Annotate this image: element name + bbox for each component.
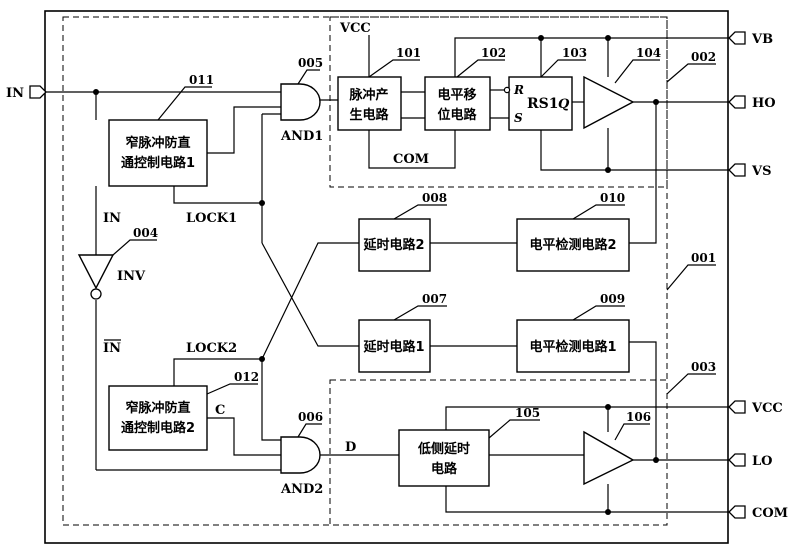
level-detect-1-block xyxy=(516,319,630,373)
delay-circuit-1-label: 延时电路1 xyxy=(362,339,424,355)
ref-005: 005 xyxy=(298,56,323,70)
and1-gate xyxy=(280,83,321,121)
ref-106: 106 xyxy=(626,410,651,424)
net-lock1: LOCK1 xyxy=(186,211,237,226)
pulse-generator-line2: 生电路 xyxy=(349,107,389,123)
pin-vcc-label: VCC xyxy=(751,401,783,416)
ref-leaders xyxy=(112,59,716,441)
and2-label: AND2 xyxy=(280,482,323,497)
anti-shoot-through-1-block xyxy=(108,119,208,187)
low-side-buffer xyxy=(583,430,635,486)
delay-circuit-2-block xyxy=(358,218,431,272)
rs-r-port: R xyxy=(513,83,524,97)
ref-006: 006 xyxy=(298,410,323,424)
level-detect-2-block xyxy=(516,218,630,272)
low-side-delay-line1: 低侧延时 xyxy=(417,441,470,457)
level-shift-block xyxy=(424,76,491,131)
chip-outline xyxy=(44,10,729,544)
ref-010: 010 xyxy=(600,191,625,205)
anti-shoot-through-1-line2: 通控制电路1 xyxy=(121,155,195,171)
pin-com: COM xyxy=(728,505,788,521)
ref-104: 104 xyxy=(636,46,661,60)
low-side-delay-block xyxy=(398,429,490,487)
pin-ho: HO xyxy=(728,95,776,111)
ref-011: 011 xyxy=(189,73,214,87)
pin-com-label: COM xyxy=(752,506,788,521)
and1-label: AND1 xyxy=(280,129,323,144)
pin-vcc: VCC xyxy=(728,400,783,416)
net-in-bar: IN xyxy=(103,341,121,356)
rs-s-port: S xyxy=(514,111,523,125)
inverter-bubble xyxy=(90,288,102,300)
rs-flipflop-block xyxy=(508,76,573,131)
pin-ho-label: HO xyxy=(752,96,776,111)
pin-in: IN xyxy=(6,85,47,101)
level-shift-line2: 位电路 xyxy=(437,107,477,123)
pin-in-label: IN xyxy=(6,86,24,101)
anti-shoot-through-2-block xyxy=(108,385,208,451)
pin-vs-label: VS xyxy=(751,164,771,179)
ref-008: 008 xyxy=(422,191,447,205)
rs-r-inversion-bubble xyxy=(503,86,511,94)
delay-circuit-1-block xyxy=(358,319,431,373)
net-c: C xyxy=(215,403,225,418)
wires xyxy=(46,35,729,513)
ref-007: 007 xyxy=(422,292,447,306)
inverter-label: INV xyxy=(117,269,146,284)
and2-gate xyxy=(280,436,321,474)
pin-vb-label: VB xyxy=(751,32,773,47)
level-shift-line1: 电平移 xyxy=(437,87,476,103)
net-com-top: COM xyxy=(393,152,429,167)
pin-lo-label: LO xyxy=(752,454,772,469)
pin-lo: LO xyxy=(728,453,772,469)
net-in-inner: IN xyxy=(103,211,121,226)
ref-004: 004 xyxy=(133,226,158,240)
level-detect-1-label: 电平检测电路1 xyxy=(529,339,616,355)
ref-103: 103 xyxy=(562,46,587,60)
junctions xyxy=(93,35,659,515)
level-detect-2-label: 电平检测电路2 xyxy=(529,237,616,253)
net-vcc-top: VCC xyxy=(339,21,371,36)
ref-012: 012 xyxy=(234,370,259,384)
anti-shoot-through-1-line1: 窄脉冲防直 xyxy=(125,135,190,151)
ref-101: 101 xyxy=(396,46,421,60)
pin-vs: VS xyxy=(728,163,771,179)
anti-shoot-through-2-line2: 通控制电路2 xyxy=(121,420,195,436)
ref-001: 001 xyxy=(691,251,716,265)
net-d: D xyxy=(345,440,356,455)
ref-003: 003 xyxy=(691,360,716,374)
inverter-gate xyxy=(77,254,115,290)
ref-102: 102 xyxy=(481,46,506,60)
rs-q-port: Q xyxy=(558,97,570,112)
net-lock2: LOCK2 xyxy=(186,341,237,356)
region-003 xyxy=(329,379,668,526)
anti-shoot-through-2-line1: 窄脉冲防直 xyxy=(125,400,190,416)
high-side-buffer xyxy=(583,75,635,130)
low-side-delay-line2: 电路 xyxy=(431,461,458,477)
rs-flipflop-label: RS1 xyxy=(527,96,559,112)
pulse-generator-line1: 脉冲产 xyxy=(348,87,388,103)
ref-009: 009 xyxy=(600,292,625,306)
ref-002: 002 xyxy=(691,50,716,64)
pin-vb: VB xyxy=(728,31,773,47)
delay-circuit-2-label: 延时电路2 xyxy=(362,237,424,253)
ref-105: 105 xyxy=(515,406,540,420)
